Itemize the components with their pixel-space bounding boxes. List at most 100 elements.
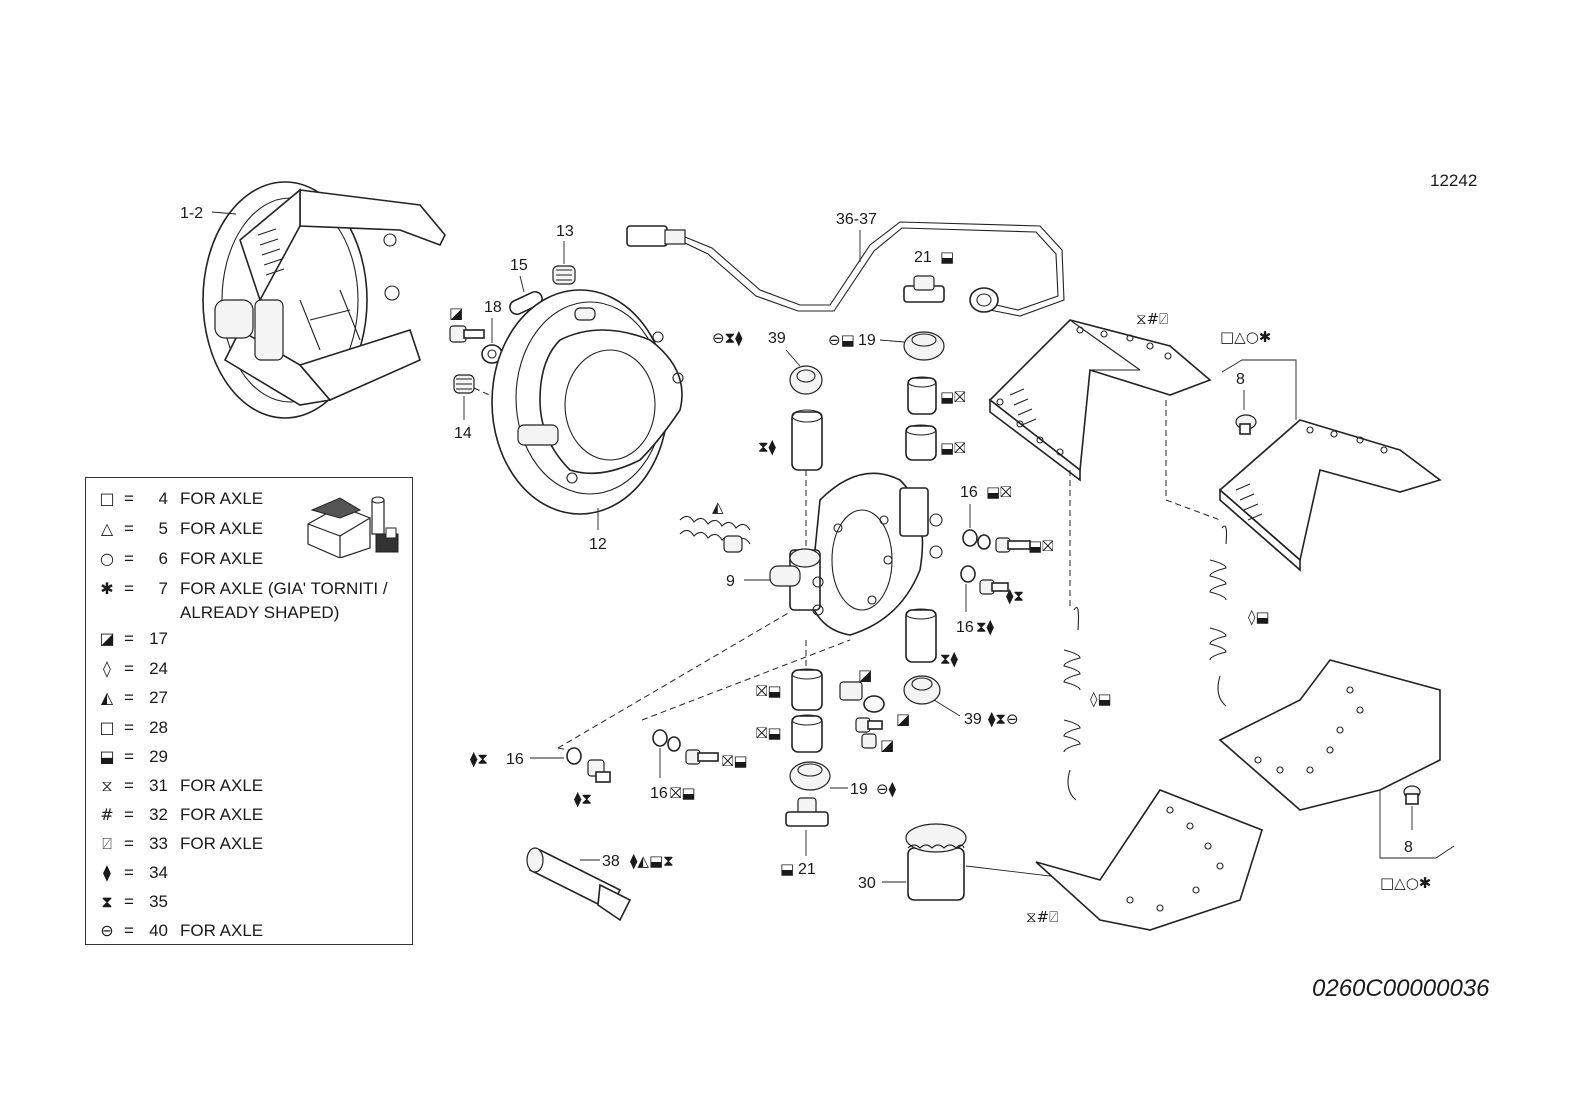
tag-39-top: ⊖⧗⧫	[712, 329, 743, 347]
callout-38: 38	[602, 853, 620, 870]
legend-row: ⧫=34	[96, 861, 180, 885]
grease-kit-icon	[307, 496, 399, 558]
tag-16-left: ⧫⧗	[470, 750, 488, 768]
screw-17-b	[861, 733, 877, 749]
tag-spring-mid: ◊⬓	[1090, 690, 1112, 708]
part-30-grease-jar	[905, 823, 967, 901]
legend-symbol: ⧗	[101, 892, 113, 911]
legend-symbol: ◪	[99, 629, 115, 648]
washer-16-mid	[652, 729, 719, 765]
tag-16-a: ⬓⛝	[986, 483, 1012, 501]
part-9-spider	[769, 472, 943, 636]
legend-text: FOR AXLE	[180, 519, 264, 538]
part-21-clip-top	[903, 275, 945, 303]
tag-39-bottom: ⧫⧗⊖	[988, 710, 1019, 728]
bushing-left-1	[791, 668, 823, 711]
part-36-37-sensor-cable	[626, 221, 1065, 317]
spring-right	[1209, 525, 1228, 707]
legend-number: 17	[149, 629, 168, 648]
callout-36-37: 36-37	[836, 211, 877, 228]
callout-39-top: 39	[768, 330, 786, 347]
legend-symbol: ⊖	[100, 921, 114, 940]
legend-row: ⬓=29	[96, 745, 180, 769]
tag-21-bottom: ⬓	[780, 860, 794, 878]
legend-number: 28	[149, 718, 168, 737]
legend-text: FOR AXLE	[180, 489, 264, 508]
legend-text: FOR AXLE	[180, 549, 264, 568]
tag-screw-1: ◪	[896, 710, 910, 728]
washer-16-left	[566, 747, 611, 783]
rivet-8-top	[1235, 414, 1257, 435]
tag-bush-1: ⬓⛝	[940, 388, 966, 406]
legend-number: 40	[149, 921, 168, 940]
tag-spring-27: ◭	[712, 498, 724, 516]
tag-19-top: ⊖⬓	[828, 331, 855, 349]
tag-21-top: ⬓	[940, 248, 954, 266]
brake-shoe-upper-right	[1218, 419, 1442, 572]
legend-symbol: ⍁	[102, 834, 112, 853]
legend-number: 34	[149, 863, 168, 882]
legend-symbol: ✱	[100, 579, 114, 598]
legend-text: FOR AXLE	[180, 805, 264, 824]
callout-12: 12	[589, 536, 607, 553]
callout-8-top: 8	[1236, 371, 1245, 388]
callout-19-bottom: 19	[850, 781, 868, 798]
legend-text: FOR AXLE	[180, 921, 264, 940]
legend-text: FOR AXLE (GIA' TORNITI /	[180, 579, 388, 598]
tag-bush-3: ⧗⧫	[940, 650, 959, 668]
legend-number: 29	[149, 747, 168, 766]
legend-symbol: ◊	[103, 659, 111, 678]
bushing-right-1	[907, 376, 937, 415]
bushing-right-2	[905, 424, 937, 461]
legend-symbol: ◭	[100, 688, 114, 707]
tag-16-c: ⧗⧫	[976, 618, 995, 636]
part-21-clip-bottom	[785, 797, 829, 827]
legend-symbol: □	[99, 718, 115, 737]
part-spring-27	[679, 515, 751, 553]
tag-16-mid-bolt: ⛝⬓	[722, 752, 748, 770]
legend-number: 6	[158, 549, 168, 568]
legend-symbol: ○	[100, 549, 114, 568]
callout-21-top: 21	[914, 249, 932, 266]
legend-symbol: ⧫	[103, 863, 111, 882]
tag-bushL-2: ⛝⬓	[756, 724, 782, 742]
legend-row: □=28	[96, 716, 180, 740]
tag-shoe-top: ⧖#⍁	[1136, 310, 1168, 328]
washer-16-b	[960, 565, 1009, 595]
legend-row: ⧗=35	[96, 890, 180, 914]
callout-9: 9	[726, 573, 735, 590]
legend-number: 31	[149, 776, 168, 795]
legend-symbol: □	[99, 489, 115, 508]
tag-spring-right: ◊⬓	[1248, 608, 1270, 626]
legend-row: ◭=27	[96, 686, 180, 710]
tag-bush-2: ⬓⛝	[940, 439, 966, 457]
brake-shoe-upper-left	[988, 319, 1212, 482]
callout-21-bottom: 21	[798, 861, 816, 878]
brake-shoe-lower-right	[1218, 659, 1441, 811]
tag-bolt-17: ◪	[449, 304, 463, 322]
part-38-grease-tube	[526, 847, 632, 922]
tag-16-b: ⧫⧗	[1006, 587, 1024, 605]
washer-16-a	[962, 529, 1031, 553]
callout-19-top: 19	[858, 332, 876, 349]
tag-shoe-bottom: ⧖#⍁	[1026, 908, 1058, 926]
tag-38: ⧫◭⬓⧗	[630, 852, 674, 870]
legend-symbol: △	[100, 519, 114, 538]
brake-shoe-lower-middle	[1035, 789, 1263, 931]
legend-number: 7	[158, 579, 168, 598]
part-12-drum	[491, 289, 684, 515]
legend-number: 27	[149, 688, 168, 707]
legend-number: 5	[158, 519, 168, 538]
tag-16-mid: ⛝⬓	[670, 784, 696, 802]
callout-15: 15	[510, 257, 528, 274]
tag-nut-17: ◪	[858, 666, 872, 684]
part-39-seal-bottom	[903, 675, 941, 705]
screw-17-a	[855, 717, 883, 733]
callout-39-bottom: 39	[964, 711, 982, 728]
